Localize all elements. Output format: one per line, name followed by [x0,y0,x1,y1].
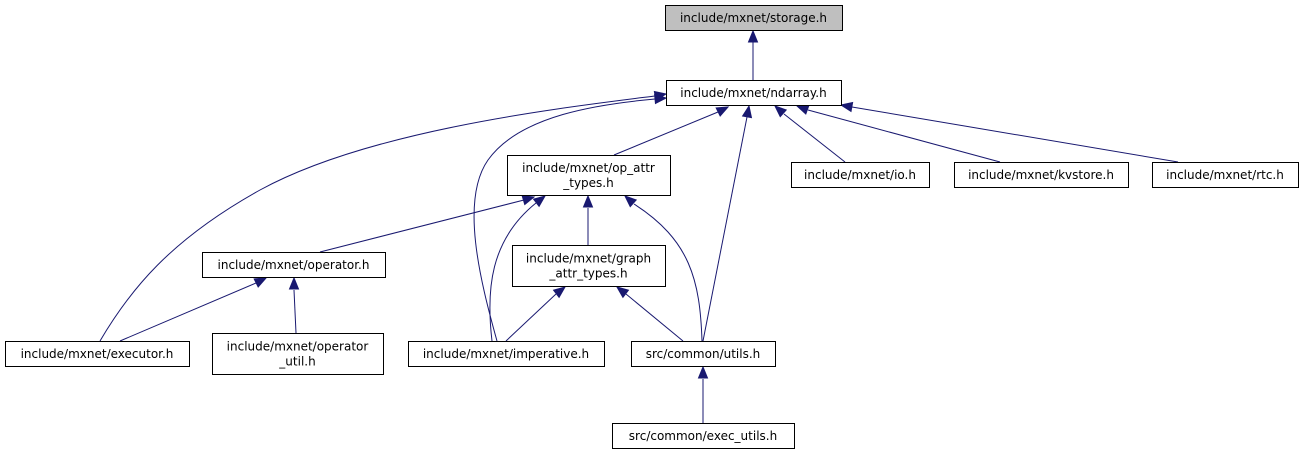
arrowhead-icon [288,276,300,290]
edge-utils-to-op_attr_types [624,195,703,342]
node-label: include/mxnet/kvstore.h [968,168,1114,182]
node-label: include/mxnet/executor.h [21,347,174,361]
edge-line [99,95,656,342]
node-box[interactable] [507,155,671,196]
node-utils[interactable]: src/common/utils.h [631,341,776,367]
node-box[interactable] [212,333,384,375]
node-label: include/mxnet/imperative.h [423,347,589,361]
arrowhead-icon [795,105,810,115]
edge-executor-to-operator [119,277,268,342]
node-ndarray[interactable]: include/mxnet/ndarray.h [666,80,842,106]
node-storage[interactable]: include/mxnet/storage.h [665,5,843,31]
node-operator-util[interactable]: include/mxnet/operator_util.h [212,333,384,375]
node-label: include/mxnet/op_attr [522,161,655,175]
node-box[interactable] [791,162,930,188]
edge-line [293,289,297,334]
node-box[interactable] [666,80,842,106]
edge-io-to-ndarray [774,105,846,163]
node-box[interactable] [1152,162,1299,188]
edge-utils-to-ndarray [702,104,753,342]
arrowhead-icon [521,195,536,206]
arrowhead-icon [715,106,730,117]
edge-utils-to-graph_attr_types [615,286,684,342]
node-executor[interactable]: include/mxnet/executor.h [5,341,190,367]
edge-operator_util-to-operator [288,276,300,334]
arrowhead-icon [839,101,854,113]
node-label: _attr_types.h [548,267,627,281]
node-exec-utils[interactable]: src/common/exec_utils.h [612,423,795,449]
node-label: include/mxnet/graph [526,252,651,266]
node-label: src/common/utils.h [646,347,761,361]
edge-line [119,282,257,342]
nodes-layer: include/mxnet/storage.h include/mxnet/nda… [5,5,1299,449]
arrowhead-icon [654,93,668,105]
edge-operator-to-op_attr_types [319,195,536,253]
node-box[interactable] [202,252,386,278]
arrowhead-icon [552,286,567,299]
node-label: include/mxnet/io.h [804,168,916,182]
node-op-attr-types[interactable]: include/mxnet/op_attr_types.h [507,155,671,196]
arrowhead-icon [624,195,638,208]
arrowhead-icon [532,195,547,208]
node-operator[interactable]: include/mxnet/operator.h [202,252,386,278]
arrowhead-icon [582,194,594,208]
edge-line [613,111,719,156]
arrowhead-icon [741,104,753,119]
node-label: _types.h [562,176,613,190]
edge-ndarray-to-storage [747,29,759,80]
edge-line [473,98,656,342]
edge-imperative-to-ndarray [473,93,668,342]
edge-exec_utils-to-utils [697,365,709,423]
node-box[interactable] [5,341,190,367]
node-box[interactable] [954,162,1129,188]
edge-rtc-to-ndarray [839,101,1179,163]
node-box[interactable] [512,245,666,287]
node-io[interactable]: include/mxnet/io.h [791,162,930,188]
arrowhead-icon [615,286,630,299]
node-label: include/mxnet/operator.h [218,258,370,272]
arrowhead-icon [747,29,759,43]
edge-line [851,106,1179,163]
edge-line [633,203,703,342]
edge-line [489,202,537,342]
edge-imperative-to-op_attr_types [489,195,547,342]
node-rtc[interactable]: include/mxnet/rtc.h [1152,162,1299,188]
node-label: include/mxnet/rtc.h [1166,168,1284,182]
edge-line [702,116,748,342]
node-label: src/common/exec_utils.h [629,429,777,443]
node-label: include/mxnet/operator [227,340,369,354]
edge-kvstore-to-ndarray [795,105,1001,163]
edge-graph_attr_types-to-op_attr_types [582,194,594,245]
node-label: include/mxnet/ndarray.h [680,86,826,100]
node-graph-attr-types[interactable]: include/mxnet/graph_attr_types.h [512,245,666,287]
node-imperative[interactable]: include/mxnet/imperative.h [408,341,605,367]
node-box[interactable] [665,5,843,31]
edge-imperative-to-graph_attr_types [505,286,567,342]
node-box[interactable] [612,423,795,449]
edge-executor-to-ndarray [99,90,668,342]
node-box[interactable] [631,341,776,367]
edge-line [505,293,557,342]
node-label: _util.h [278,355,315,369]
edge-line [807,109,1001,163]
edges-layer [99,29,1179,423]
node-box[interactable] [408,341,605,367]
edge-line [783,113,846,163]
node-kvstore[interactable]: include/mxnet/kvstore.h [954,162,1129,188]
edge-line [625,293,684,342]
arrowhead-icon [774,105,788,118]
node-label: include/mxnet/storage.h [680,11,827,25]
edge-line [319,199,525,253]
arrowhead-icon [253,277,268,288]
arrowhead-icon [697,365,709,379]
edge-op_attr_types-to-ndarray [613,106,730,156]
